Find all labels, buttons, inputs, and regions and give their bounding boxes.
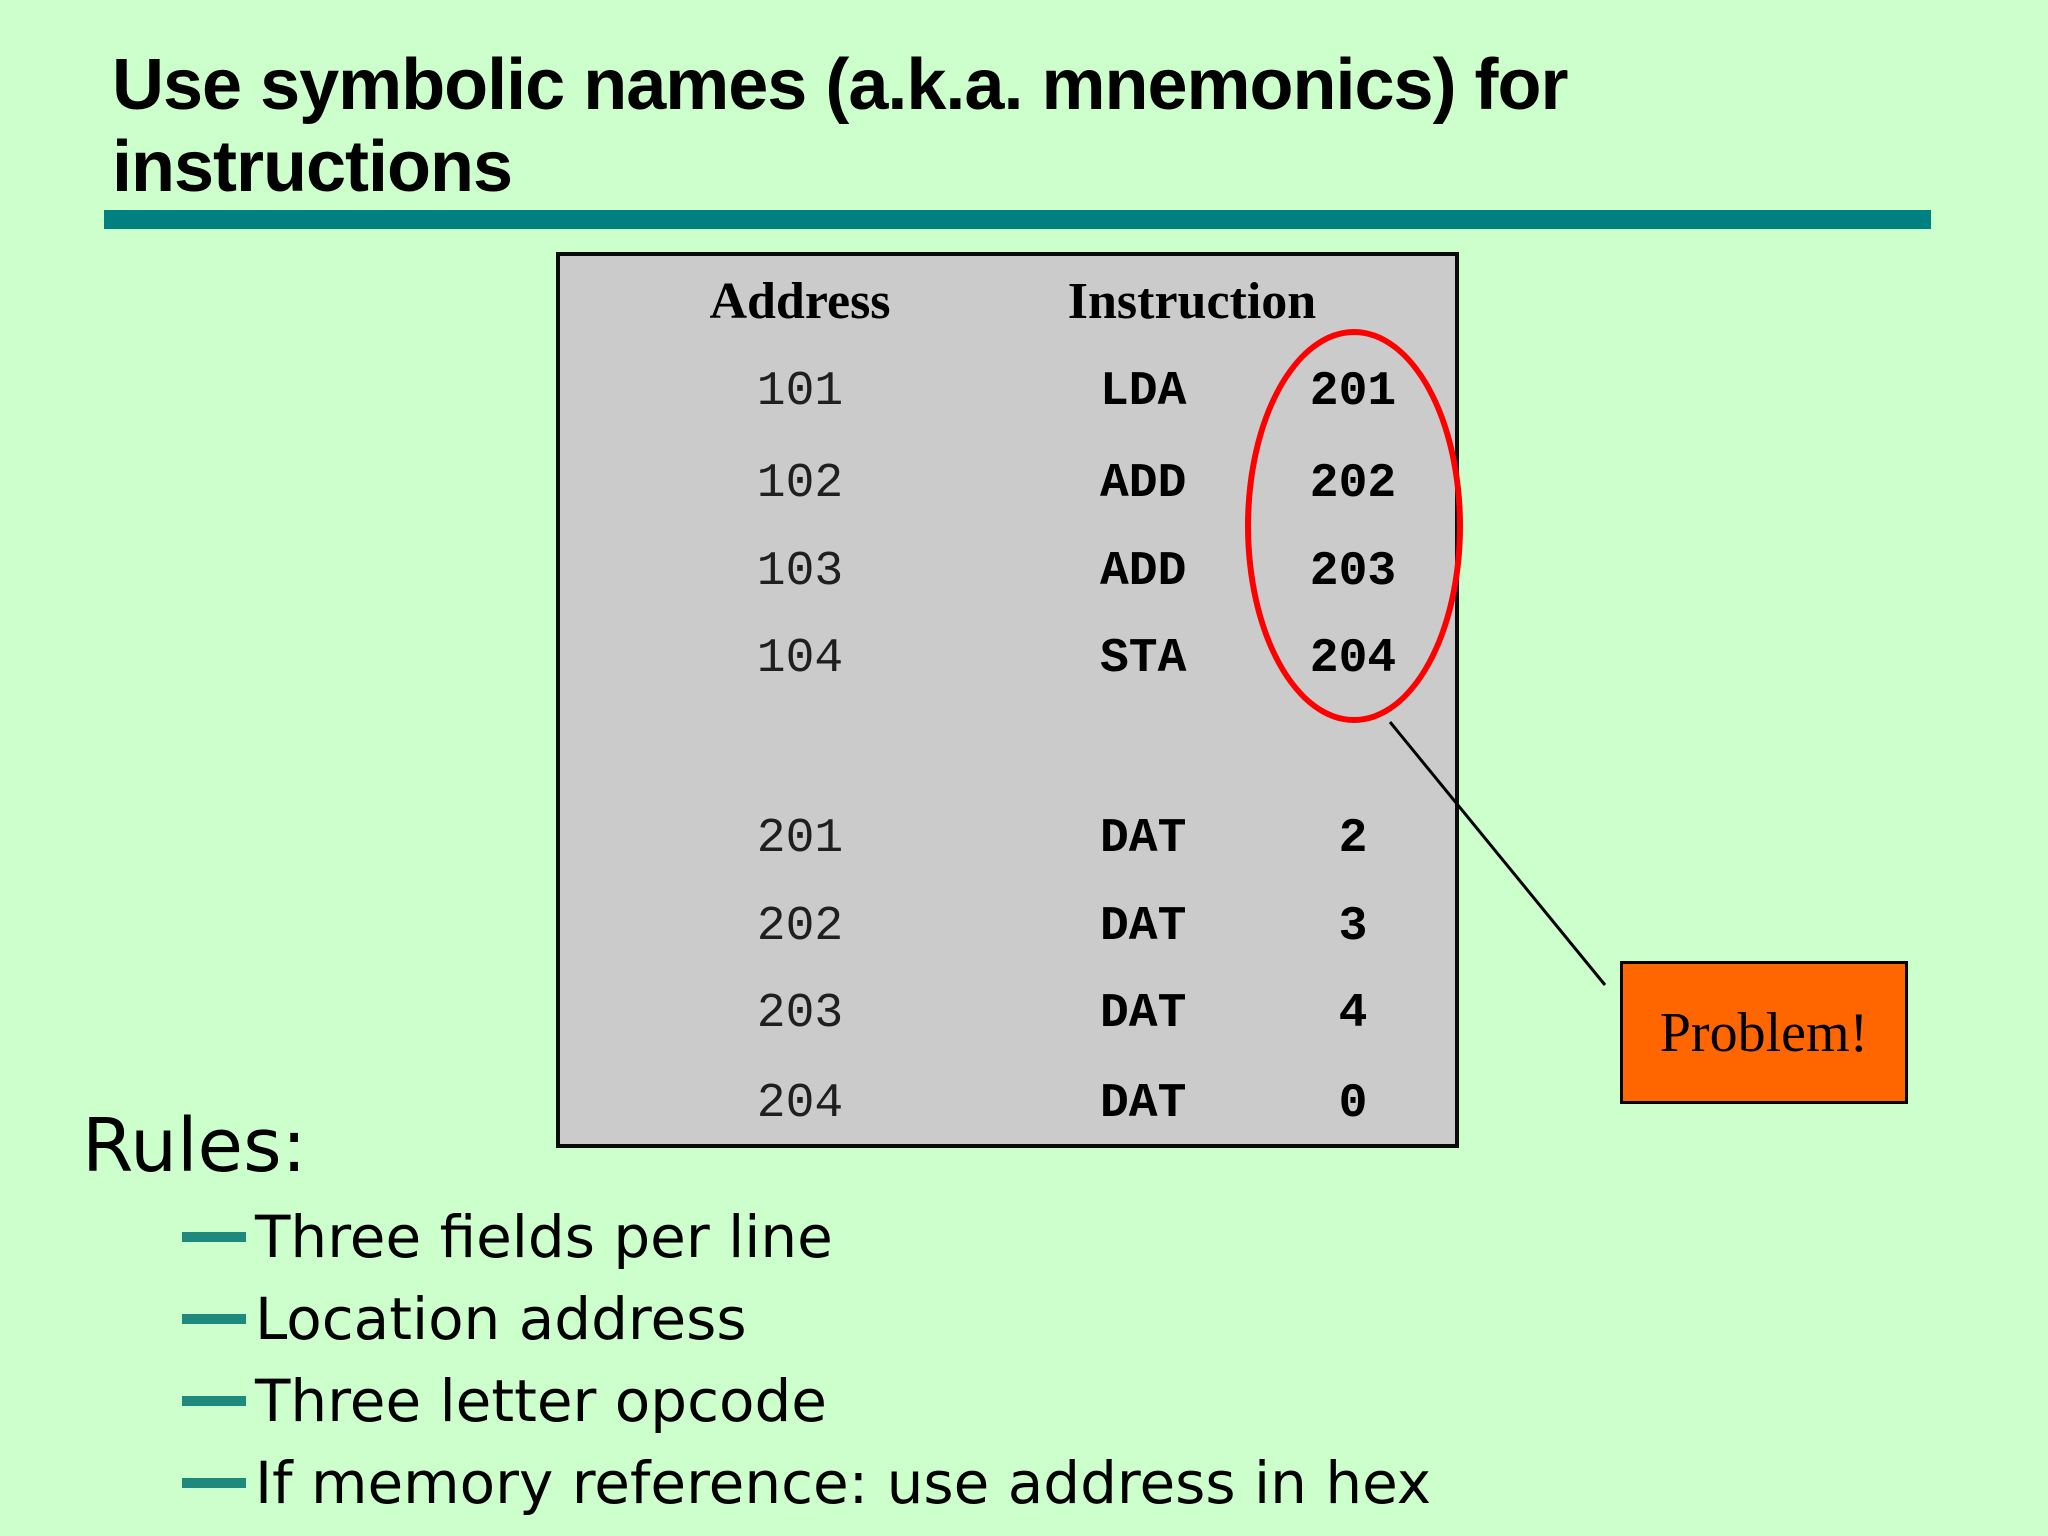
list-item: Location address: [182, 1278, 1882, 1360]
rules-list: Three fields per line Location address T…: [182, 1196, 1882, 1524]
operand-cell: 4: [1338, 987, 1368, 1041]
table-row: 201 DAT 2: [560, 811, 1455, 867]
opcode-cell: DAT: [1100, 900, 1187, 954]
problem-callout-label: Problem!: [1659, 1001, 1869, 1064]
list-item: Three letter opcode: [182, 1360, 1882, 1442]
address-cell: 204: [756, 1077, 844, 1131]
page-title-line-1: Use symbolic names (a.k.a. mnemonics) fo…: [112, 45, 1569, 125]
opcode-cell: DAT: [1100, 812, 1187, 866]
opcode-cell: DAT: [1100, 987, 1187, 1041]
page-title-line-2: instructions: [112, 127, 513, 207]
address-column-header: Address: [709, 273, 891, 330]
opcode-cell: STA: [1100, 632, 1187, 686]
bullet-dash-icon: [182, 1478, 246, 1488]
bullet-dash-icon: [182, 1396, 246, 1406]
bullet-dash-icon: [182, 1232, 246, 1242]
address-cell: 203: [756, 987, 844, 1041]
opcode-cell: DAT: [1100, 1077, 1187, 1131]
bullet-dash-icon: [182, 1314, 246, 1324]
table-row: 203 DAT 4: [560, 986, 1455, 1042]
address-cell: 201: [756, 812, 844, 866]
instruction-column-header: Instruction: [1067, 273, 1317, 330]
operand-cell: 3: [1338, 900, 1368, 954]
rule-text: Three fields per line: [255, 1203, 833, 1271]
operand-highlight-ellipse: [1245, 329, 1463, 723]
table-row: 204 DAT 0: [560, 1076, 1455, 1132]
operand-cell: 0: [1338, 1077, 1368, 1131]
rule-text: Location address: [255, 1285, 747, 1353]
address-cell: 101: [756, 365, 844, 419]
address-cell: 202: [756, 900, 844, 954]
address-cell: 102: [756, 457, 844, 511]
table-row: 202 DAT 3: [560, 899, 1455, 955]
title-divider-bar: [104, 210, 1931, 229]
rule-text: If memory reference: use address in hex: [255, 1449, 1432, 1517]
address-cell: 103: [756, 545, 844, 599]
opcode-cell: ADD: [1100, 545, 1187, 599]
table-header-row: Address Instruction: [560, 274, 1455, 330]
page-title: Use symbolic names (a.k.a. mnemonics) fo…: [112, 44, 1872, 208]
address-cell: 104: [756, 632, 844, 686]
rule-text: Three letter opcode: [255, 1367, 827, 1435]
list-item: Three fields per line: [182, 1196, 1882, 1278]
problem-callout-box: Problem!: [1620, 961, 1908, 1104]
opcode-cell: LDA: [1100, 365, 1187, 419]
list-item: If memory reference: use address in hex: [182, 1442, 1882, 1524]
operand-cell: 2: [1338, 812, 1368, 866]
opcode-cell: ADD: [1100, 457, 1187, 511]
rules-heading: Rules:: [82, 1103, 307, 1189]
